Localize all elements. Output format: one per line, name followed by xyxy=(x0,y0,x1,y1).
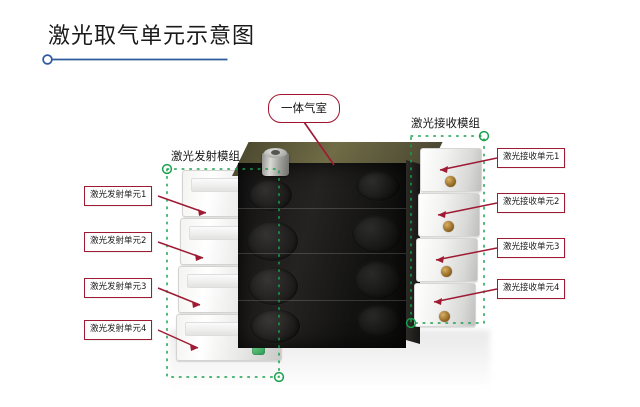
chamber-dimple xyxy=(352,215,402,253)
receiver-module-label: 激光接收模组 xyxy=(411,116,480,130)
callout-emitter-unit-4[interactable]: 激光发射单元4 xyxy=(84,320,153,340)
callout-receiver-unit-1[interactable]: 激光接收单元1 xyxy=(497,148,566,168)
receiver-unit-2 xyxy=(418,193,480,237)
callout-emitter-unit-2[interactable]: 激光发射单元2 xyxy=(84,232,153,252)
chamber-seam xyxy=(238,253,406,254)
emitter-module-label: 激光发射模组 xyxy=(171,149,240,163)
page-title: 激光取气单元示意图 xyxy=(48,24,256,49)
callout-receiver-unit-2[interactable]: 激光接收单元2 xyxy=(497,193,566,213)
callout-emitter-unit-1[interactable]: 激光发射单元1 xyxy=(84,186,153,206)
gas-port-hole xyxy=(271,150,280,155)
laser-receiver-stack xyxy=(412,148,484,328)
callout-receiver-unit-4[interactable]: 激光接收单元4 xyxy=(497,279,566,299)
receiver-unit-1 xyxy=(420,148,482,192)
receiver-connector xyxy=(443,221,454,232)
receiver-connector xyxy=(445,176,456,187)
title-underline xyxy=(42,54,228,65)
chamber-dimple xyxy=(246,221,298,261)
gas-chamber-body xyxy=(238,163,406,348)
chamber-dimple xyxy=(354,261,402,299)
receiver-unit-3 xyxy=(416,238,478,282)
chamber-dimple xyxy=(248,179,292,211)
gas-chamber-callout[interactable]: 一体气室 xyxy=(268,94,340,123)
chamber-seam xyxy=(238,300,406,301)
chamber-dimple xyxy=(356,171,400,201)
receiver-unit-4 xyxy=(414,283,476,327)
chamber-dimple xyxy=(250,309,300,343)
chamber-dimple xyxy=(356,305,402,337)
chamber-seam xyxy=(238,208,406,209)
receiver-connector xyxy=(441,266,452,277)
callout-emitter-unit-3[interactable]: 激光发射单元3 xyxy=(84,278,153,298)
callout-receiver-unit-3[interactable]: 激光接收单元3 xyxy=(497,238,566,258)
page-title-block: 激光取气单元示意图 xyxy=(42,18,256,65)
receiver-connector xyxy=(439,311,450,322)
